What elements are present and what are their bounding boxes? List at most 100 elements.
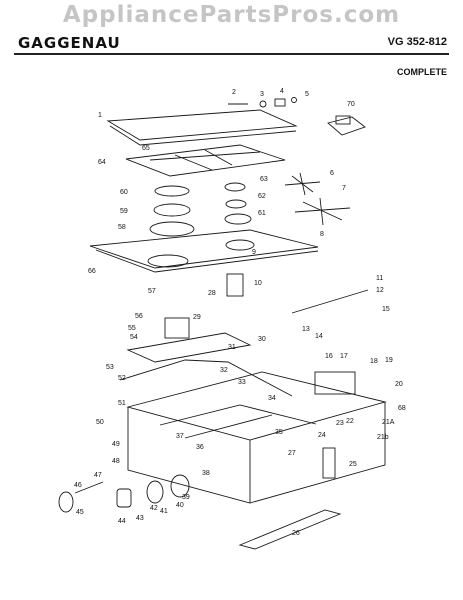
callout-15: 15: [382, 306, 390, 313]
burner-box: [126, 371, 387, 441]
gas-supply-line: [119, 359, 293, 397]
callout-9: 9: [252, 249, 256, 256]
callout-21a: 21A: [382, 419, 395, 426]
callout-53: 53: [106, 364, 114, 371]
callout-51: 51: [118, 400, 126, 407]
callout-18: 18: [370, 358, 378, 365]
callout-48: 48: [112, 458, 120, 465]
pan-grate: [125, 144, 286, 177]
callout-52: 52: [118, 375, 126, 382]
burner-cap-large: [154, 185, 190, 197]
callout-21b: 21b: [377, 434, 389, 441]
callout-11: 11: [376, 275, 383, 282]
callout-58: 58: [118, 224, 126, 231]
callout-23: 23: [336, 420, 344, 427]
callout-29: 29: [193, 314, 201, 321]
model-number: VG 352-812: [387, 36, 447, 48]
callout-66: 66: [88, 268, 96, 275]
burner-ring-large: [149, 221, 195, 237]
callout-17: 17: [340, 353, 348, 360]
callout-4: 4: [280, 88, 284, 95]
callout-41: 41: [160, 508, 168, 515]
nut: [259, 100, 267, 108]
callout-60: 60: [120, 189, 128, 196]
brand-logo: GAGGENAU: [18, 34, 121, 52]
callout-10: 10: [254, 280, 262, 287]
callout-22: 22: [346, 418, 354, 425]
callout-25: 25: [349, 461, 357, 468]
knob-bezel: [146, 480, 164, 504]
callout-40: 40: [176, 502, 184, 509]
control-knob: [58, 491, 74, 513]
callout-63: 63: [260, 176, 268, 183]
callout-20: 20: [395, 381, 403, 388]
burner-head-large: [153, 203, 191, 217]
control-module: [327, 116, 366, 136]
glass-top-plate: [106, 109, 298, 141]
variant-label: COMPLETE: [396, 67, 447, 77]
callout-16: 16: [325, 353, 333, 360]
callout-50: 50: [96, 419, 104, 426]
callout-1: 1: [98, 112, 102, 119]
burner-cap-small: [224, 182, 246, 192]
callout-55: 55: [128, 325, 136, 332]
mounting-bracket: [238, 509, 342, 550]
callout-5: 5: [305, 91, 309, 98]
callout-labels: 1 2 3 4 5 70 65 64 6 7 63 62 61 60 59 58…: [74, 88, 406, 537]
callout-13: 13: [302, 326, 310, 333]
callout-68: 68: [398, 405, 406, 412]
knob-cap: [116, 488, 132, 508]
callout-6: 6: [330, 170, 334, 177]
callout-27: 27: [288, 450, 296, 457]
callout-59: 59: [120, 208, 128, 215]
screw: [291, 97, 297, 103]
callout-47: 47: [94, 472, 102, 479]
callout-49: 49: [112, 441, 120, 448]
callout-57: 57: [148, 288, 156, 295]
callout-65: 65: [142, 145, 150, 152]
callout-45: 45: [76, 509, 84, 516]
burner-ring-small: [224, 213, 252, 225]
callout-8: 8: [320, 231, 324, 238]
callout-30: 30: [258, 336, 266, 343]
callout-70: 70: [347, 101, 355, 108]
ignition-module: [226, 273, 244, 297]
callout-14: 14: [315, 333, 323, 340]
drip-tray: [89, 229, 319, 269]
callout-43: 43: [136, 515, 144, 522]
callout-7: 7: [342, 185, 346, 192]
callout-19: 19: [385, 357, 393, 364]
valve-body: [164, 317, 190, 339]
knob-shaft: [74, 481, 104, 494]
switch-block: [314, 371, 356, 395]
callout-36: 36: [196, 444, 204, 451]
callout-31: 31: [228, 344, 236, 351]
callout-24: 24: [318, 432, 326, 439]
wok-support-large: [294, 197, 351, 226]
burner-head-small: [225, 199, 247, 209]
wok-support-small: [284, 172, 321, 196]
callout-33: 33: [238, 379, 246, 386]
callout-39: 39: [182, 494, 190, 501]
header-rule: [14, 53, 449, 55]
callout-32: 32: [220, 367, 228, 374]
callout-37: 37: [176, 433, 184, 440]
callout-35: 35: [275, 429, 283, 436]
callout-56: 56: [135, 313, 143, 320]
knob-dial: [170, 474, 190, 498]
thermocouple-lead: [291, 289, 369, 314]
clip: [274, 98, 286, 107]
callout-2: 2: [232, 89, 236, 96]
callout-61: 61: [258, 210, 266, 217]
manifold-block: [126, 332, 252, 363]
callout-62: 62: [258, 193, 266, 200]
callout-46: 46: [74, 482, 82, 489]
callout-64: 64: [98, 159, 106, 166]
watermark: AppliancePartsPros.com: [62, 2, 401, 28]
callout-44: 44: [118, 518, 126, 525]
callout-12: 12: [376, 287, 384, 294]
callout-34: 34: [268, 395, 276, 402]
callout-38: 38: [202, 470, 210, 477]
